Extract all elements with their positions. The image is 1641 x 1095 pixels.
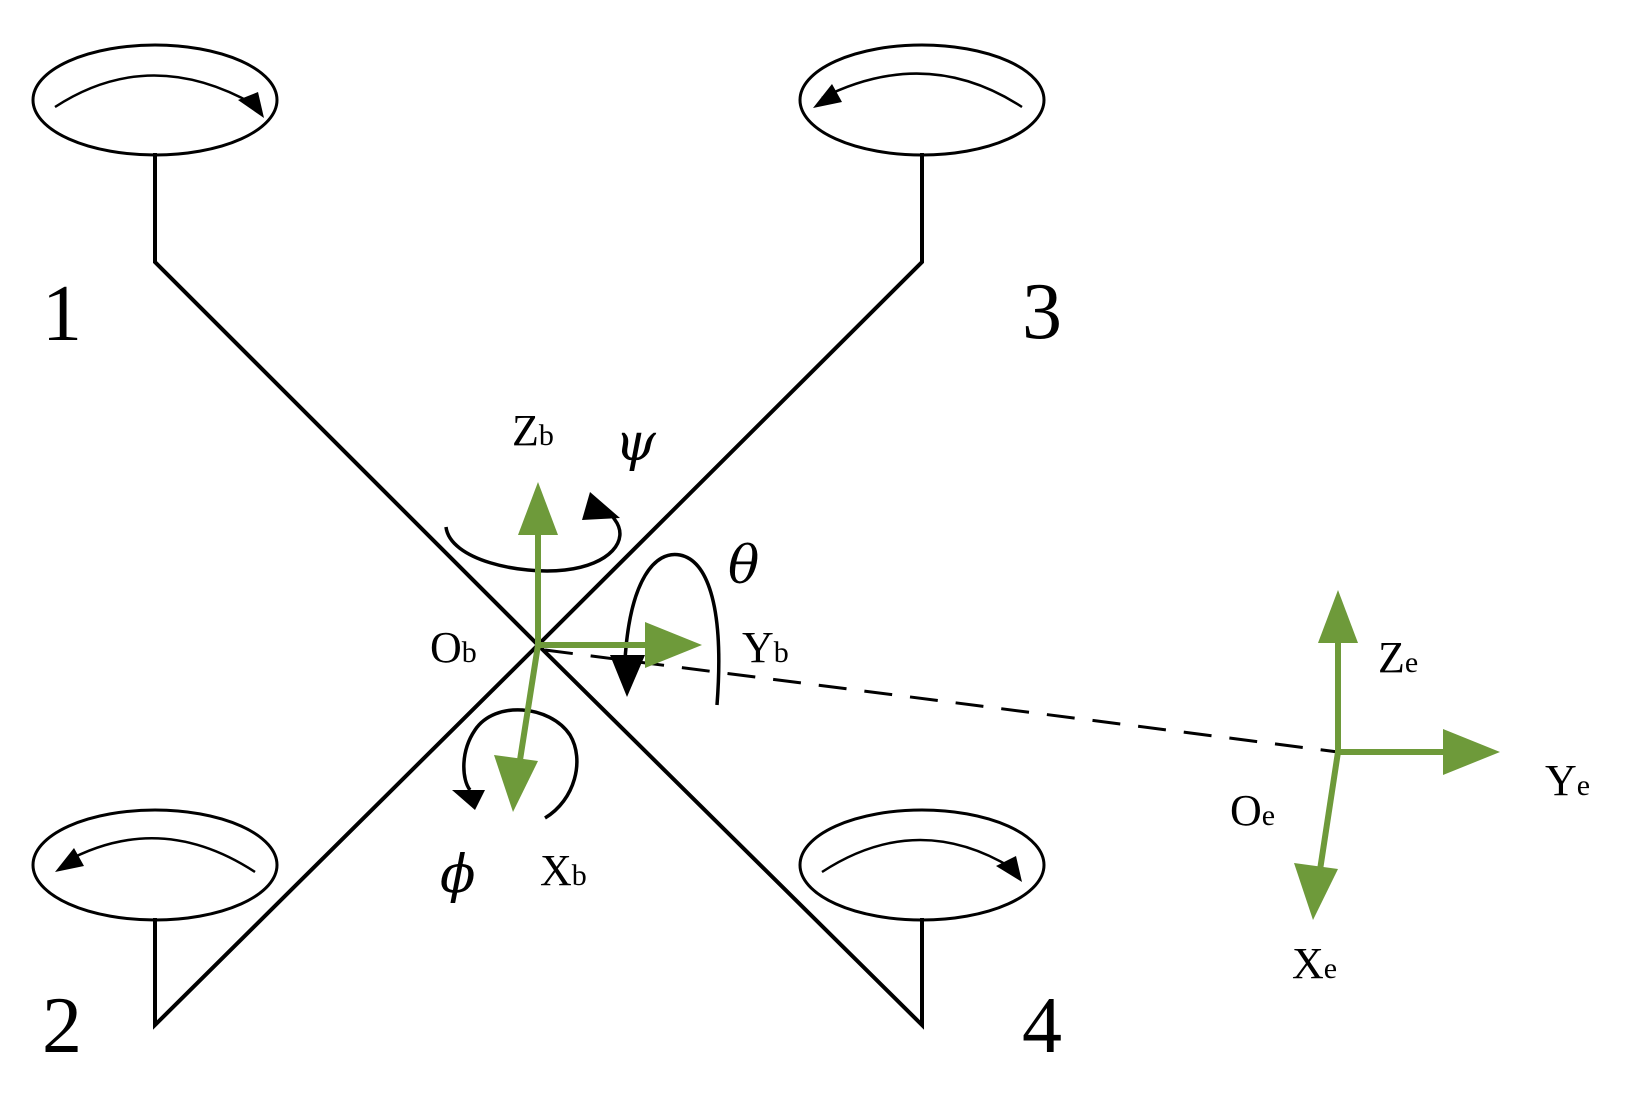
earth-frame-axes	[1294, 590, 1500, 920]
rotor-disc	[798, 808, 1046, 922]
arm-1	[153, 153, 541, 648]
rotor-disc	[31, 43, 279, 157]
earth-y-arrowhead	[1443, 729, 1500, 775]
body-x-arrowhead	[494, 755, 538, 812]
yaw-rotation-arrow	[444, 492, 622, 573]
pitch-angle-label: θ	[728, 536, 759, 596]
body-x-axis-line	[517, 644, 541, 761]
yaw-arrowhead	[582, 492, 620, 520]
rotor-disc	[31, 808, 279, 922]
body-y-arrowhead	[645, 622, 702, 668]
rotor-number-2: 2	[42, 982, 82, 1070]
pitch-arc	[623, 552, 721, 706]
arm-3	[535, 153, 924, 648]
spin-arrowhead	[238, 92, 264, 118]
rotor-number-4: 4	[1022, 982, 1062, 1070]
origin-link-dashed-line	[544, 648, 1339, 754]
spin-arrowhead	[813, 84, 842, 108]
rotor-3	[798, 43, 1046, 157]
earth-x-axis-line	[1317, 751, 1341, 871]
spin-arrow-clockwise	[821, 838, 1013, 874]
earth-z-arrowhead	[1318, 590, 1358, 643]
earth-x-axis-label: Xe	[1292, 939, 1337, 988]
rotor-number-1: 1	[42, 270, 82, 358]
body-frame-axes	[494, 482, 702, 812]
body-x-axis-label: Xb	[540, 846, 587, 895]
earth-origin-label: Oe	[1230, 786, 1275, 835]
spin-arrow-counterclockwise	[64, 837, 256, 874]
pitch-rotation-arrow	[610, 552, 721, 706]
roll-angle-label: ϕ	[440, 845, 475, 905]
body-origin-label: Ob	[430, 623, 477, 672]
body-y-axis-label: Yb	[742, 623, 789, 672]
rotor-1	[31, 43, 279, 157]
roll-arrowhead	[452, 790, 485, 810]
spin-arrowhead	[55, 848, 84, 872]
spin-arrowhead	[996, 856, 1022, 882]
roll-arc	[462, 708, 579, 820]
earth-x-arrowhead	[1294, 863, 1338, 920]
spin-arrow-counterclockwise	[821, 72, 1023, 109]
rotor-2	[31, 808, 279, 922]
spin-arrow-clockwise	[54, 74, 256, 109]
earth-z-axis-label: Ze	[1378, 633, 1418, 682]
roll-rotation-arrow	[452, 708, 579, 820]
arm-4	[535, 642, 924, 1030]
arm-2	[153, 642, 541, 1030]
rotor-number-3: 3	[1022, 268, 1062, 356]
rotor-4	[798, 808, 1046, 922]
rotor-disc	[798, 43, 1046, 157]
quadrotor-frame	[153, 153, 924, 1030]
pitch-arrowhead	[610, 655, 645, 697]
body-z-axis-label: Zb	[512, 406, 554, 455]
body-z-arrowhead	[518, 482, 558, 535]
yaw-angle-label: ψ	[615, 413, 657, 473]
earth-y-axis-label: Ye	[1545, 756, 1590, 805]
